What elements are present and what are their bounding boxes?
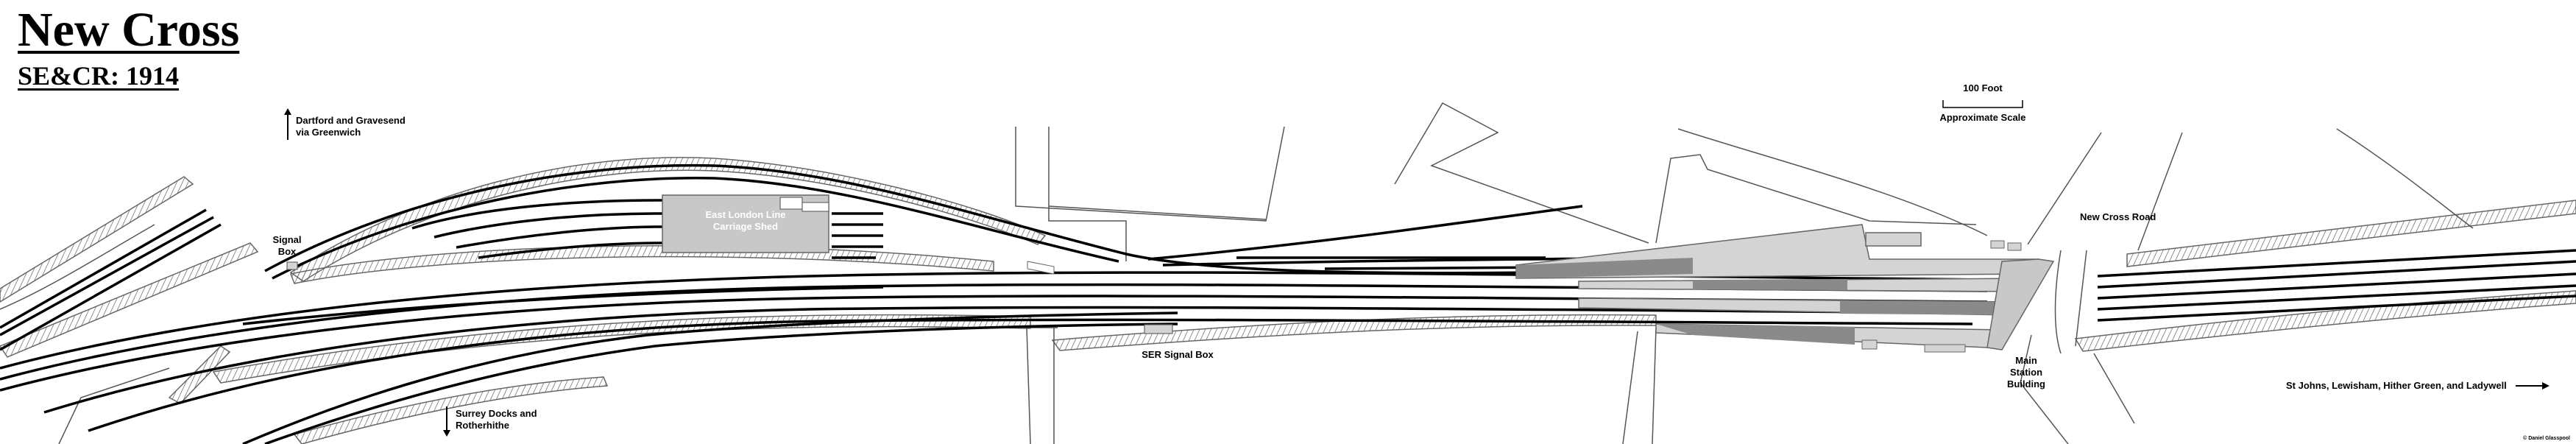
ser-signal-box: [1144, 324, 1173, 334]
main-building-label-line1: Main: [2015, 355, 2037, 366]
station-hut-4: [1861, 339, 1878, 350]
arrow-right-icon: [2516, 382, 2550, 390]
track-siding-4: [478, 242, 663, 259]
track-east-4: [2097, 284, 2576, 311]
street-block-north-centre-b: [1048, 127, 1267, 261]
scale-bar: [1942, 100, 2023, 108]
platform-3-dark: [1840, 300, 2013, 315]
credit-text: © Daniel Glasspool: [2523, 436, 2570, 441]
track-east-5: [2097, 295, 2576, 322]
street-south-west-1: [1026, 327, 1055, 444]
station-building-north: [1865, 232, 1922, 247]
track-main-6: [242, 286, 884, 325]
track-east-3: [2097, 272, 2576, 300]
embankment-south-low: [293, 376, 609, 444]
embankment-west-north: [0, 242, 259, 358]
track-north-2: [272, 176, 1119, 280]
surrey-docks-label-line2: Rotherhithe: [456, 420, 509, 431]
embankment-south-west: [212, 314, 1031, 384]
new-cross-road-label: New Cross Road: [2080, 211, 2156, 222]
station: [1515, 224, 2055, 353]
station-hut-1: [1990, 240, 2005, 249]
signal-box-label-line1: Signal: [272, 234, 302, 245]
street-north-east-2: [1655, 154, 1977, 244]
track-siding-1: [411, 199, 663, 230]
carriage-shed-label-line2: Carriage Shed: [712, 221, 779, 232]
street-east-3: [2336, 128, 2474, 229]
track-north-1: [264, 163, 1546, 275]
track-south-2: [264, 323, 1178, 444]
track-east-1: [2097, 249, 2576, 278]
carriage-shed-annex-2: [802, 202, 829, 212]
street-south-far-west: [58, 367, 170, 444]
tracks: [0, 163, 2576, 444]
track-main-4: [43, 306, 1988, 414]
ser-signal-box-label: SER Signal Box: [1142, 349, 1214, 360]
track-siding-5: [832, 212, 883, 259]
carriage-shed-annex-1: [779, 197, 803, 210]
embankment-north: [289, 157, 1047, 282]
scale-length-label: 100 Foot: [1963, 82, 2003, 94]
track-goods-1: [1147, 205, 1583, 261]
st-johns-label: St Johns, Lewisham, Hither Green, and La…: [2286, 380, 2507, 391]
track-south-1: [242, 311, 1178, 444]
street-north-east-3: [1677, 128, 1988, 236]
track-siding-2: [434, 212, 663, 239]
map-subtitle: SE&CR: 1914: [18, 61, 180, 91]
dartford-label-line2: via Greenwich: [296, 127, 361, 138]
street-east-2: [2137, 132, 2183, 251]
arrow-down-icon: [443, 406, 450, 437]
embankment-east-south: [2074, 290, 2576, 352]
platform-1-dark: [1516, 258, 1693, 278]
embankments: [0, 157, 2576, 444]
scale-bar-line: [1942, 100, 2023, 108]
station-hut-3: [1924, 344, 1966, 353]
scale-caption: Approximate Scale: [1939, 112, 2026, 123]
carriage-shed: [662, 194, 829, 253]
embankment-east-north: [2126, 200, 2576, 267]
main-building-label-line2: Station: [2009, 367, 2043, 378]
track-east-2: [2097, 260, 2576, 289]
main-building-label-line3: Building: [2007, 378, 2045, 390]
map-title: New Cross: [18, 3, 240, 57]
platform-2-dark: [1693, 279, 1847, 290]
street-east-south: [2020, 250, 2135, 444]
street-south-centre: [1622, 327, 1657, 444]
track-west-1: [0, 208, 207, 329]
street-block-north-centre: [1015, 126, 1285, 222]
embankment-centre-west: [168, 345, 231, 404]
dartford-label-line1: Dartford and Gravesend: [296, 115, 406, 126]
station-concourse: [1986, 258, 2055, 350]
platform-4-dark: [1656, 324, 1855, 345]
embankment-west-far: [0, 176, 194, 303]
carriage-shed-label: East London Line Carriage Shed: [662, 209, 829, 233]
station-hut-2: [2007, 242, 2022, 251]
surrey-docks-label-line1: Surrey Docks and: [456, 408, 537, 419]
track-siding-3: [456, 225, 663, 249]
small-building-west: [1027, 261, 1055, 275]
signal-box-west: [286, 261, 298, 270]
embankment-shed-south: [289, 245, 994, 284]
signal-box-label-line2: Box: [277, 246, 297, 257]
track-west-2: [0, 216, 214, 336]
track-west-3: [0, 223, 222, 351]
street-west-top: [0, 224, 155, 310]
carriage-shed-label-line1: East London Line: [705, 209, 786, 220]
street-east-1: [2027, 132, 2102, 245]
streets: [0, 102, 2474, 444]
road-bridge: [2054, 250, 2062, 354]
track-main-3: [0, 295, 1988, 392]
street-north-east-1: [1394, 102, 1649, 244]
arrow-up-icon: [284, 108, 291, 140]
